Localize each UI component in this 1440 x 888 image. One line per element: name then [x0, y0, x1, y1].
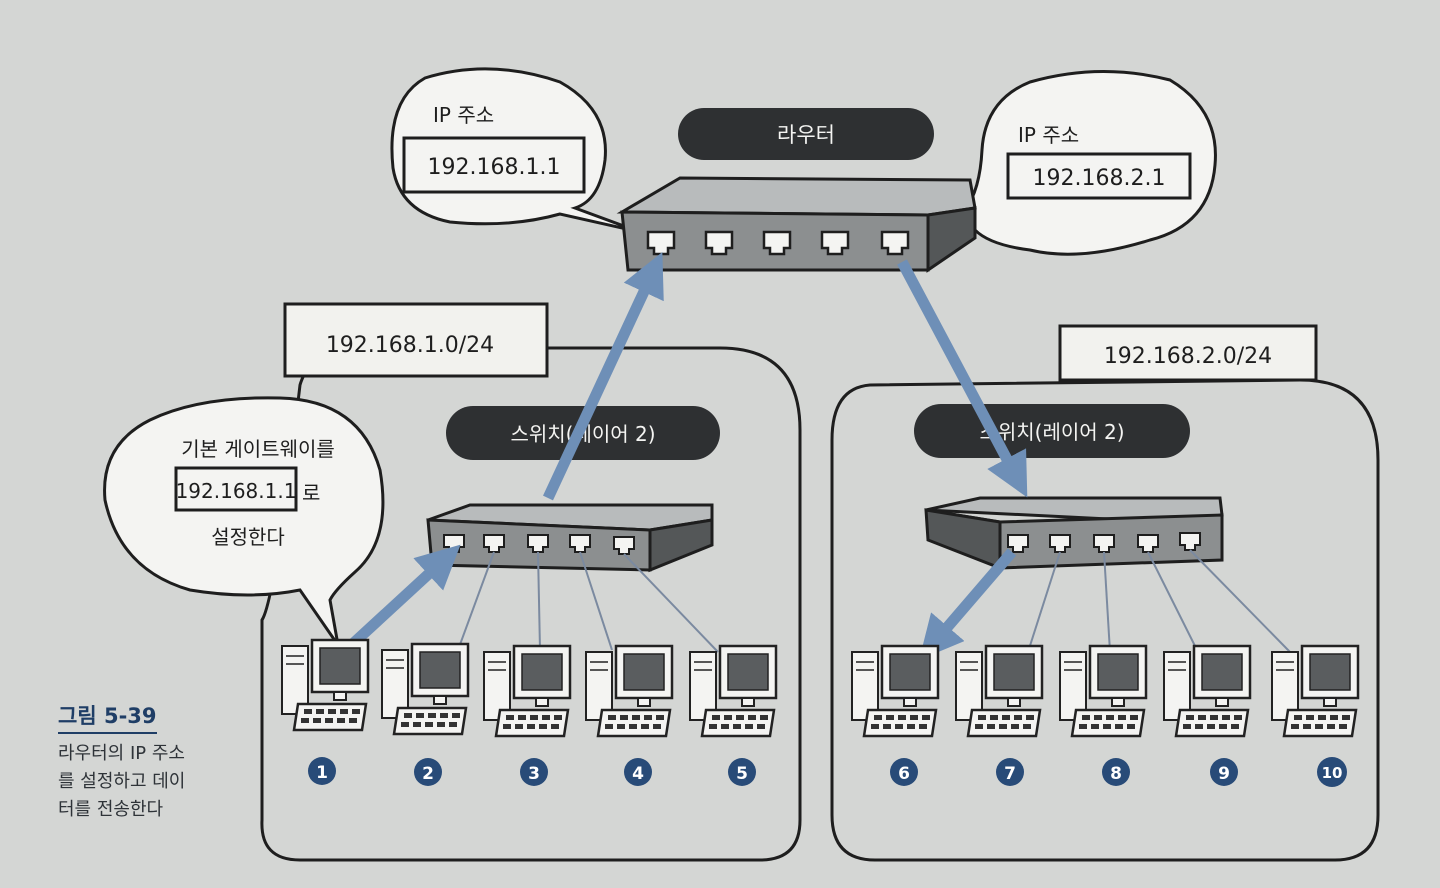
network-address-right: 192.168.2.0/24: [1104, 344, 1272, 369]
arrow-pc1-to-switch: [342, 544, 461, 655]
caption-line-1: 라우터의 IP 주소: [58, 743, 185, 764]
data-flow-arrows: [342, 252, 1028, 661]
network-address-left: 192.168.1.0/24: [326, 333, 494, 358]
gateway-ip: 192.168.1.1: [176, 479, 297, 503]
pc-7: [954, 644, 1044, 738]
gateway-text-line1: 기본 게이트웨이를: [181, 437, 335, 461]
pc-number-10: 10: [1322, 764, 1343, 782]
router-port-2: [704, 230, 734, 256]
router-ip-left: 192.168.1.1: [428, 155, 561, 180]
arrow-switch-to-pc6: [919, 548, 1017, 661]
figure-number: 그림 5-39: [58, 700, 157, 734]
figure-caption: 그림 5-39 라우터의 IP 주소 를 설정하고 데이 터를 전송한다: [58, 700, 258, 824]
router-device: [616, 176, 977, 273]
pc-1: [280, 638, 370, 732]
router-port-3: [762, 230, 792, 256]
pc-number-6: 6: [898, 764, 910, 784]
pc-10: [1270, 644, 1360, 738]
caption-line-2: 를 설정하고 데이: [58, 771, 186, 792]
pc-number-1: 1: [316, 763, 328, 783]
pc-number-9: 9: [1218, 764, 1230, 784]
gateway-ip-box: [174, 466, 298, 512]
router-ip-right: 192.168.2.1: [1033, 166, 1166, 191]
pc-5: [688, 644, 778, 738]
pc-3: [482, 644, 572, 738]
router-bubble-left-title: IP 주소: [433, 103, 494, 127]
router-label: 라우터: [777, 123, 835, 147]
pc-6: [850, 644, 940, 738]
pc-number-8: 8: [1110, 764, 1122, 784]
network-region-right: [830, 378, 1380, 862]
pc-number-7: 7: [1004, 764, 1016, 784]
pc-2: [380, 642, 470, 736]
network-address-box-right: [1058, 324, 1318, 382]
caption-line-3: 터를 전송한다: [58, 799, 164, 820]
pc-badges: 1 2 3 4 5 6 7 8 9 10: [308, 757, 1347, 787]
pc-number-5: 5: [736, 764, 748, 784]
pc-number-3: 3: [528, 764, 540, 784]
switch-device-right: [924, 496, 1224, 571]
arrow-switch-to-router: [543, 252, 664, 501]
router-bubble-right-title: IP 주소: [1018, 123, 1079, 147]
gateway-text-suffix: 로: [302, 481, 320, 505]
router-port-1: [646, 230, 676, 256]
pcs-right: [850, 644, 1360, 738]
router-ip-box-right: [1006, 152, 1192, 200]
pc-number-4: 4: [632, 764, 644, 784]
switch-device-left: [426, 503, 714, 573]
gateway-text-line3: 설정한다: [211, 525, 285, 549]
cables: [457, 549, 1291, 653]
network-address-box-left: [283, 302, 549, 378]
pc-8: [1058, 644, 1148, 738]
pc-4: [584, 644, 674, 738]
pcs-left: [280, 638, 778, 738]
arrow-router-to-switch: [897, 259, 1028, 498]
router-port-5: [880, 230, 910, 256]
gateway-bubble: [103, 396, 385, 646]
pc-9: [1162, 644, 1252, 738]
switch-label-right: 스위치(레이어 2): [979, 420, 1124, 444]
router-ip-box-left: [402, 136, 586, 194]
router-port-4: [820, 230, 850, 256]
pc-number-2: 2: [422, 764, 434, 784]
router-label-pill: [678, 108, 934, 160]
